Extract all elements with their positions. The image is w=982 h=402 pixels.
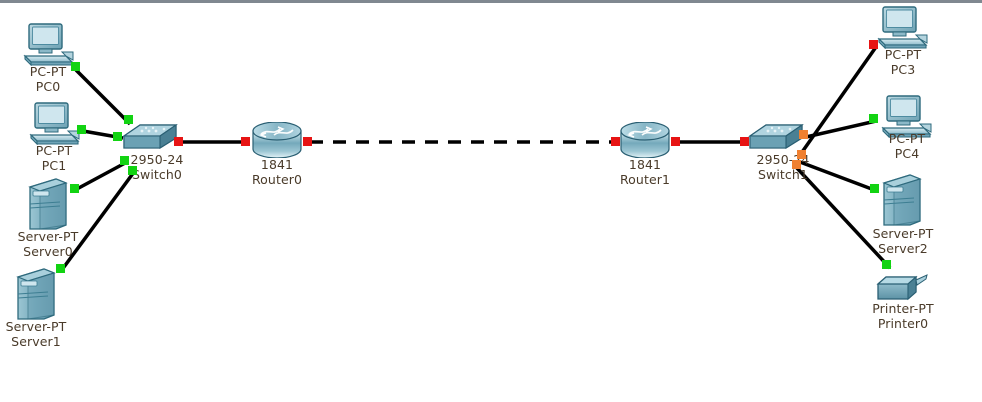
device-server1[interactable]	[14, 267, 58, 321]
pc-icon[interactable]	[876, 5, 928, 49]
link-status-green-switch0[interactable]	[124, 115, 133, 124]
link-status-green-server1[interactable]	[56, 264, 65, 273]
link-status-red-router1[interactable]	[611, 137, 620, 146]
device-server0[interactable]	[26, 177, 70, 231]
device-model: 1841	[628, 157, 662, 172]
device-name: Server2	[878, 241, 928, 256]
device-name: Switch1	[758, 167, 808, 182]
switch-icon[interactable]	[748, 120, 804, 154]
link-status-green-switch0[interactable]	[128, 166, 137, 175]
link-pc0-switch0[interactable]	[74, 68, 132, 126]
link-status-green-printer0[interactable]	[882, 260, 891, 269]
link-status-green-server2[interactable]	[870, 184, 879, 193]
device-model: PC-PT	[884, 47, 922, 62]
device-name: Printer0	[877, 316, 929, 331]
link-status-green-pc4[interactable]	[869, 114, 878, 123]
device-model: PC-PT	[29, 64, 67, 79]
link-status-green-switch0[interactable]	[113, 132, 122, 141]
router-icon[interactable]	[252, 122, 302, 158]
device-model: 1841	[260, 157, 294, 172]
link-status-green-pc1[interactable]	[77, 125, 86, 134]
pc-icon[interactable]	[28, 101, 80, 145]
device-name: PC1	[41, 158, 67, 173]
link-status-red-switch0[interactable]	[174, 137, 183, 146]
link-server1-switch0[interactable]	[59, 170, 136, 273]
device-router1[interactable]	[620, 122, 670, 158]
link-switch1-printer0[interactable]	[794, 165, 892, 270]
device-name: Server0	[23, 244, 73, 259]
printer-icon[interactable]	[876, 272, 928, 302]
link-status-red-switch1[interactable]	[740, 137, 749, 146]
device-name: PC0	[35, 79, 61, 94]
device-name: Router0	[251, 172, 303, 187]
server-icon[interactable]	[14, 267, 58, 321]
device-router0[interactable]	[252, 122, 302, 158]
link-switch1-server2[interactable]	[799, 160, 878, 193]
link-status-green-server0[interactable]	[70, 184, 79, 193]
device-pc1[interactable]	[28, 101, 80, 145]
server-icon[interactable]	[880, 173, 924, 227]
device-switch1[interactable]	[748, 120, 804, 154]
device-model: PC-PT	[35, 143, 73, 158]
device-model: 2950-24	[130, 152, 184, 167]
router-icon[interactable]	[620, 122, 670, 158]
link-status-orange-switch1[interactable]	[799, 130, 808, 139]
pc-icon[interactable]	[880, 94, 932, 138]
link-server0-switch0[interactable]	[74, 160, 128, 192]
device-model: Server-PT	[872, 226, 934, 241]
link-status-red-pc3[interactable]	[869, 40, 878, 49]
link-status-red-router0[interactable]	[303, 137, 312, 146]
pc-icon[interactable]	[22, 22, 74, 66]
link-status-orange-switch1[interactable]	[792, 160, 801, 169]
device-model: PC-PT	[888, 131, 926, 146]
link-status-orange-switch1[interactable]	[797, 150, 806, 159]
link-status-green-pc0[interactable]	[71, 62, 80, 71]
device-name: Server1	[11, 334, 61, 349]
device-server2[interactable]	[880, 173, 924, 227]
device-pc4[interactable]	[880, 94, 932, 138]
device-model: Server-PT	[5, 319, 67, 334]
device-name: Switch0	[132, 167, 182, 182]
window-top-border	[0, 0, 982, 3]
device-model: Server-PT	[17, 229, 79, 244]
device-name: Router1	[619, 172, 671, 187]
device-printer0[interactable]	[876, 272, 928, 302]
link-status-red-router0[interactable]	[241, 137, 250, 146]
link-status-red-router1[interactable]	[671, 137, 680, 146]
server-icon[interactable]	[26, 177, 70, 231]
device-switch0[interactable]	[122, 120, 178, 154]
device-name: PC3	[890, 62, 916, 77]
link-switch1-pc4[interactable]	[805, 119, 877, 139]
device-name: PC4	[894, 146, 920, 161]
switch-icon[interactable]	[122, 120, 178, 154]
device-model: Printer-PT	[872, 301, 934, 316]
device-pc3[interactable]	[876, 5, 928, 49]
link-status-green-switch0[interactable]	[120, 156, 129, 165]
device-pc0[interactable]	[22, 22, 74, 66]
